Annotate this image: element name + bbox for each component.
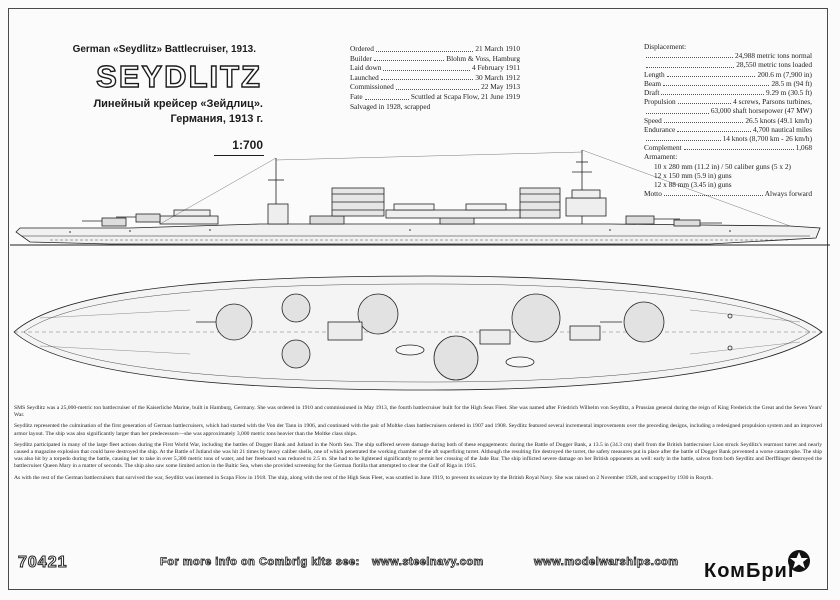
website-link-steelnavy[interactable]: www.steelnavy.com <box>372 556 484 569</box>
combrig-star-icon <box>788 550 810 572</box>
text-paragraph: Seydlitz represented the culmination of … <box>14 423 822 437</box>
text-paragraph: Seydlitz participated in many of the lar… <box>14 441 822 470</box>
title-english: German «Seydlitz» Battlecruiser, 1913. <box>72 44 256 55</box>
armament-label: Armament: <box>644 152 678 162</box>
website-link-modelwarships[interactable]: www.modelwarships.com <box>534 556 679 569</box>
title-russian-line2: Германия, 1913 г. <box>170 113 263 125</box>
history-note: Salvaged in 1928, scrapped <box>350 101 431 111</box>
history-text: SMS Seydlitz was a 25,000-metric ton bat… <box>14 405 822 486</box>
kit-code: 70421 <box>18 554 68 572</box>
more-info-text: For more info on Combrig kits see: <box>160 556 360 569</box>
displacement-normal-row: 24,988 metric tons normal <box>644 51 812 60</box>
sheet-border <box>8 8 828 590</box>
ship-deck-plan-drawing <box>13 275 823 391</box>
scale-label: 1:700 <box>232 138 263 152</box>
logo-text: КомБриг <box>704 560 798 582</box>
displacement-label: Displacement: <box>644 42 687 51</box>
specs-block: Displacement: 24,988 metric tons normal … <box>644 42 812 198</box>
endurance-detail-row: 14 knots (8,700 km - 26 km/h) <box>644 134 812 143</box>
text-paragraph: SMS Seydlitz was a 25,000-metric ton bat… <box>14 405 822 419</box>
title-russian-line1: Линейный крейсер «Зейдлиц». <box>93 98 263 110</box>
combrig-logo: КомБриг <box>702 548 814 586</box>
displacement-loaded-row: 28,550 metric tons loaded <box>644 60 812 69</box>
ship-name-heading: SEYDLITZ <box>95 58 262 94</box>
title-russian: Линейный крейсер «Зейдлиц». Германия, 19… <box>60 97 263 127</box>
ship-side-profile-drawing <box>10 149 830 246</box>
scale-underline <box>214 155 264 156</box>
armament-item: 12 x 150 mm (5.9 in) guns <box>654 170 732 180</box>
armament-item: 12 x 88 mm (3.45 in) guns <box>654 180 732 190</box>
propulsion-power-row: 63,000 shaft horsepower (47 MW) <box>644 106 812 115</box>
footer: 70421 For more info on Combrig kits see:… <box>14 548 822 588</box>
text-paragraph: As with the rest of the German battlecru… <box>14 474 713 481</box>
armament-item: 10 x 280 mm (11.2 in) / 50 caliber guns … <box>654 161 791 171</box>
